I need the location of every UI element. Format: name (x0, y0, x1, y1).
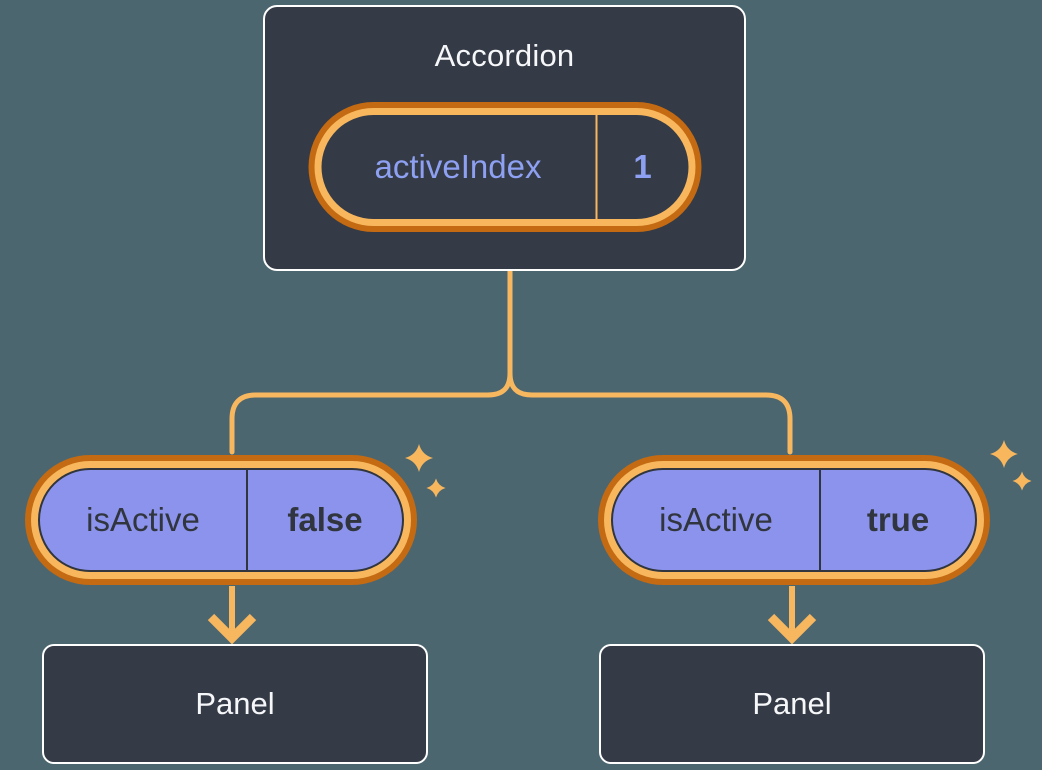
accordion-component-box: Accordion activeIndex 1 (263, 5, 746, 271)
state-name: isActive (659, 501, 773, 538)
state-pill-isactive-true: isActive true (598, 455, 990, 585)
pill-divider (819, 470, 821, 570)
arrow-down-icon (207, 586, 257, 645)
connector-line (507, 268, 793, 455)
state-name: isActive (86, 501, 200, 538)
arrow-down-icon (767, 586, 817, 645)
state-value: true (866, 501, 930, 538)
state-value: 1 (633, 148, 652, 185)
component-title: Accordion (434, 38, 575, 73)
state-name: activeIndex (374, 148, 542, 185)
state-pill-ring: isActive false (31, 461, 411, 579)
panel-label: Panel (195, 686, 275, 721)
state-pill-activeindex: activeIndex 1 (308, 102, 701, 232)
pill-divider (595, 115, 597, 219)
sparkle-icon (405, 444, 446, 498)
state-value: false (287, 501, 363, 538)
pill-divider (246, 470, 248, 570)
sparkle-icon (990, 440, 1032, 491)
panel-label: Panel (752, 686, 832, 721)
panel-box: Panel (599, 644, 985, 764)
panel-box: Panel (42, 644, 428, 764)
state-pill-ring: activeIndex 1 (314, 108, 695, 226)
state-pill-ring: isActive true (604, 461, 984, 579)
connector-line (229, 268, 513, 455)
state-pill-isactive-false: isActive false (25, 455, 417, 585)
